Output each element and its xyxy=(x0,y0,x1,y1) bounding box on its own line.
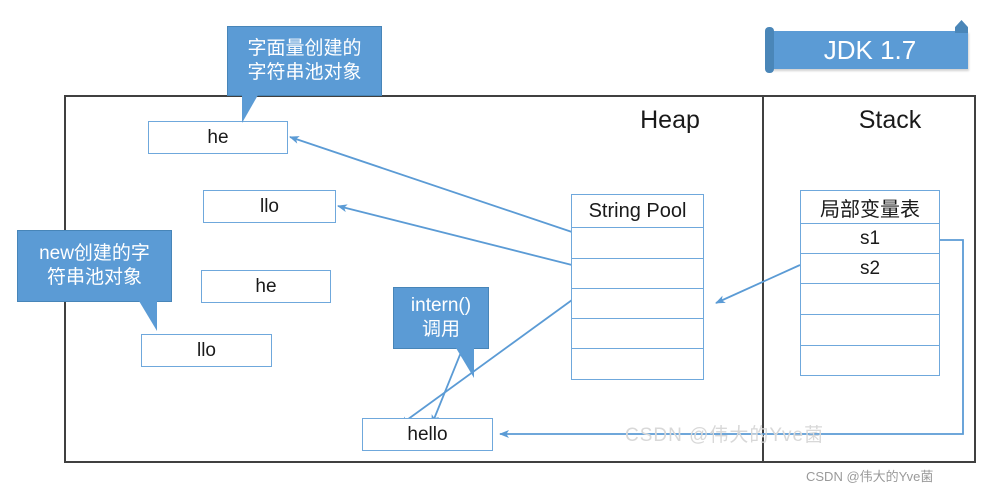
string-pool-row-2 xyxy=(572,259,703,289)
string-pool-row-5 xyxy=(572,349,703,378)
callout-new-pool-tail xyxy=(139,301,157,331)
string-pool-row-3 xyxy=(572,289,703,319)
string-pool-table: String Pool xyxy=(571,194,704,380)
watermark-faint: CSDN @伟大的Yve菌 xyxy=(625,425,825,446)
watermark-bottom: CSDN @伟大的Yve菌 xyxy=(806,469,934,484)
callout-literal-pool-line-1: 字面量创建的 xyxy=(247,38,362,60)
jdk-version-banner: JDK 1.7 xyxy=(765,20,968,73)
callout-intern-call: intern() 调用 xyxy=(393,287,489,378)
ribbon-right-tab-icon xyxy=(955,20,968,33)
callout-new-pool-line-2: 符串池对象 xyxy=(46,267,142,288)
ribbon-left-roll-icon xyxy=(765,27,774,73)
heap-stack-divider xyxy=(762,95,764,463)
local-variable-row-s2: s2 xyxy=(801,254,939,284)
local-variable-table-header: 局部变量表 xyxy=(801,191,939,224)
callout-literal-pool: 字面量创建的 字符串池对象 xyxy=(227,26,382,123)
callout-new-pool: new创建的字 符串池对象 xyxy=(17,230,172,331)
callout-new-pool-line-1: new创建的字 xyxy=(39,243,150,265)
region-title-heap: Heap xyxy=(640,106,700,134)
jdk-version-label: JDK 1.7 xyxy=(823,34,917,65)
heap-object-llo-pooled: llo xyxy=(203,190,336,223)
region-title-stack: Stack xyxy=(858,106,922,134)
local-variable-row-5 xyxy=(801,346,939,375)
callout-literal-pool-line-2: 字符串池对象 xyxy=(247,62,362,83)
local-variable-row-4 xyxy=(801,315,939,346)
callout-literal-pool-tail xyxy=(242,95,258,123)
heap-object-he-pooled: he xyxy=(148,121,288,154)
local-variable-table: 局部变量表 s1 s2 xyxy=(800,190,940,376)
callout-intern-call-line-2: 调用 xyxy=(421,319,460,340)
string-pool-row-1 xyxy=(572,228,703,259)
string-pool-header: String Pool xyxy=(572,195,703,228)
local-variable-row-s1: s1 xyxy=(801,224,939,254)
heap-object-llo-new: llo xyxy=(141,334,272,367)
callout-intern-call-line-1: intern() xyxy=(410,295,472,317)
heap-object-hello: hello xyxy=(362,418,493,451)
string-pool-row-4 xyxy=(572,319,703,349)
callout-intern-call-tail xyxy=(456,348,474,378)
local-variable-row-3 xyxy=(801,284,939,315)
heap-object-he-new: he xyxy=(201,270,331,303)
